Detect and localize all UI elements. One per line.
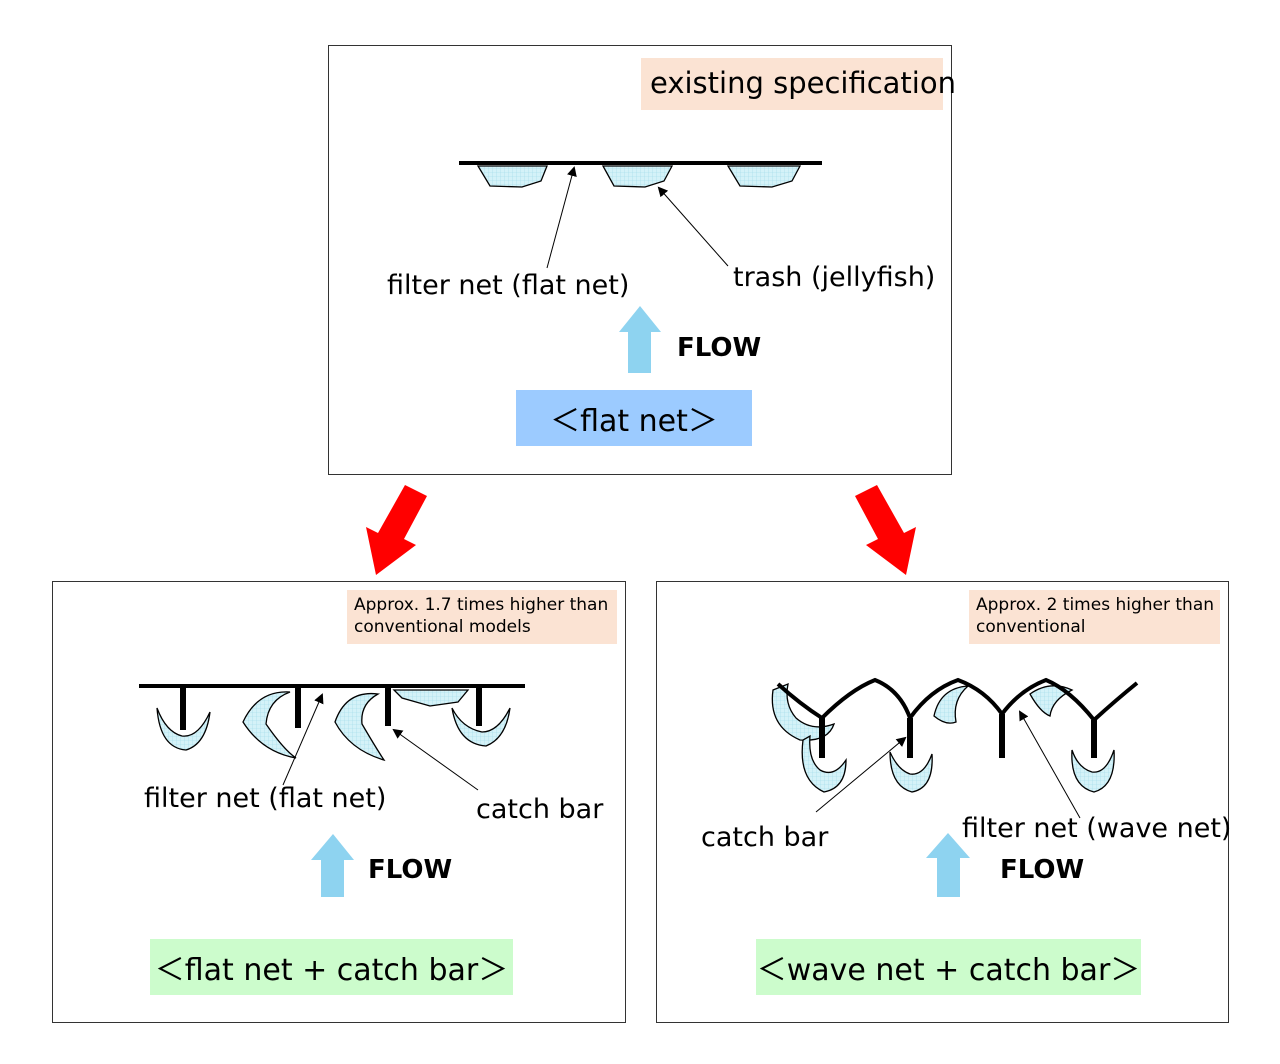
- flow-arrow-icon: [311, 834, 354, 897]
- right-label-catch-bar: catch bar: [701, 822, 829, 853]
- top-caption: ＜flat net＞: [516, 390, 752, 446]
- top-label-filter-net: filter net (flat net): [387, 270, 630, 301]
- jellyfish-icon: [889, 751, 933, 793]
- jellyfish-icon: [933, 685, 970, 724]
- right-wave-net-diagram: [771, 677, 1139, 897]
- right-caption-text: ＜wave net + catch bar＞: [756, 953, 1141, 988]
- jellyfish-icon: [601, 165, 674, 188]
- top-flat-net-diagram: [459, 161, 822, 373]
- tag-right-line2: conventional: [976, 617, 1086, 637]
- jellyfish-icon: [1029, 685, 1074, 717]
- jellyfish-icon: [1071, 749, 1115, 793]
- right-caption: ＜wave net + catch bar＞: [756, 939, 1141, 995]
- tag-right-improvement: Approx. 2 times higher than conventional: [969, 590, 1220, 644]
- right-label-filter-net: filter net (wave net): [962, 813, 1232, 844]
- flow-arrow-icon: [619, 306, 661, 373]
- left-caption: ＜flat net + catch bar＞: [150, 939, 513, 995]
- left-flat-net-diagram: [139, 684, 525, 897]
- jellyfish-icon: [451, 707, 511, 747]
- tag-left-line2: conventional models: [354, 617, 531, 637]
- tag-right-line1: Approx. 2 times higher than: [976, 595, 1215, 615]
- left-label-catch-bar: catch bar: [476, 794, 604, 825]
- top-caption-text: ＜flat net＞: [550, 404, 718, 439]
- tag-left-improvement: Approx. 1.7 times higher than convention…: [347, 590, 617, 644]
- jellyfish-icon: [334, 692, 386, 762]
- jellyfish-icon: [771, 682, 836, 741]
- jellyfish-icon: [242, 691, 297, 759]
- top-flow-label: FLOW: [677, 333, 762, 363]
- tag-existing-specification: existing specification: [641, 58, 956, 110]
- left-label-filter-net: filter net (flat net): [144, 783, 387, 814]
- tag-existing-text: existing specification: [650, 66, 956, 100]
- left-caption-text: ＜flat net + catch bar＞: [154, 953, 509, 988]
- jellyfish-icon: [476, 165, 548, 188]
- top-label-trash: trash (jellyfish): [733, 262, 936, 293]
- jellyfish-icon: [726, 165, 802, 188]
- flow-arrow-icon: [926, 833, 970, 897]
- right-flow-label: FLOW: [1000, 855, 1085, 885]
- left-flow-label: FLOW: [368, 855, 453, 885]
- jellyfish-icon: [156, 707, 211, 751]
- jellyfish-icon: [801, 734, 847, 793]
- tag-left-line1: Approx. 1.7 times higher than: [354, 595, 609, 615]
- jellyfish-icon: [392, 689, 470, 707]
- red-down-arrow-icon: [366, 485, 427, 575]
- red-down-arrow-icon: [855, 485, 916, 575]
